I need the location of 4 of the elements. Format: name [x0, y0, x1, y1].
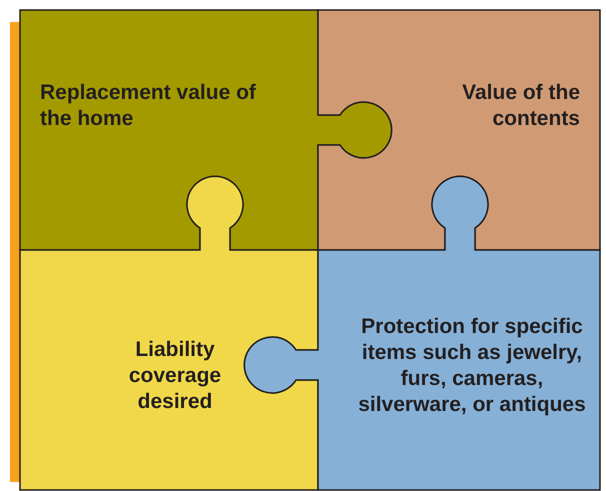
piece-label: Value of the contents — [461, 80, 580, 132]
piece-label: Liability coverage desired — [128, 337, 222, 415]
piece-label: Replacement value of the home — [40, 80, 257, 132]
piece-label: Protection for specific items such as jewelry, furs, cameras, silverware, or antiques — [357, 314, 587, 418]
